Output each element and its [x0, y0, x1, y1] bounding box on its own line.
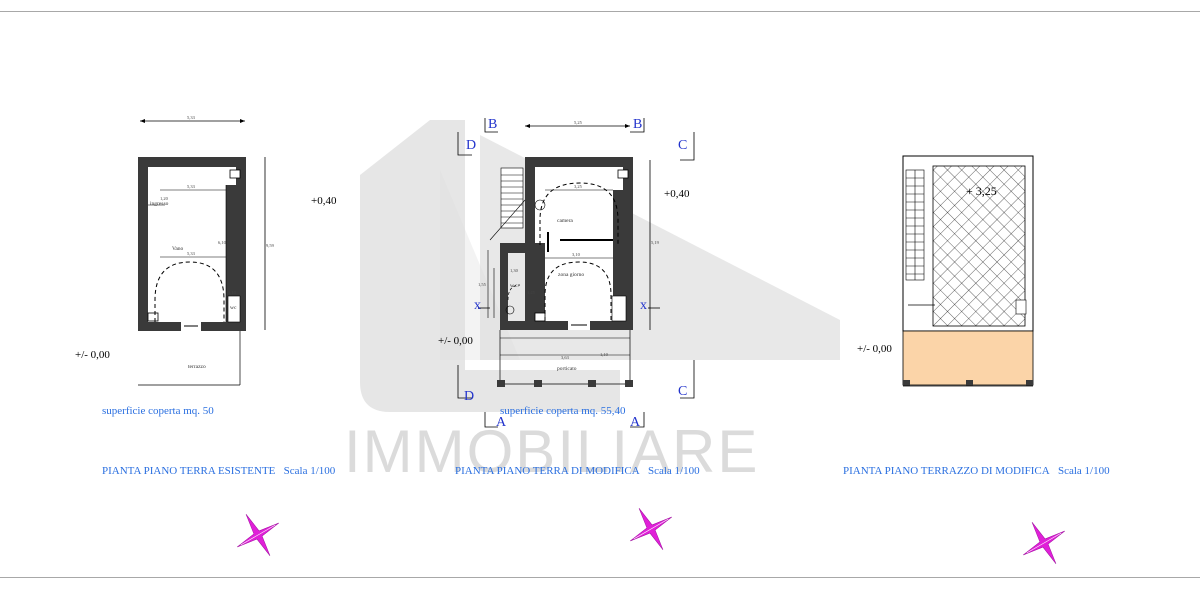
- dimension-label: 5,33: [187, 115, 195, 120]
- level-marker: +/- 0,00: [857, 343, 892, 355]
- dimension-label: 1,55: [478, 282, 486, 287]
- level-marker: +/- 0,00: [438, 335, 473, 347]
- dimension-label: 5,33: [187, 184, 195, 189]
- compass-star-icon: [630, 508, 672, 550]
- section-mark: C: [678, 384, 688, 399]
- dimension-label: 9,59: [266, 243, 274, 248]
- dimension-label: 1,10: [600, 352, 608, 357]
- room-label: wc: [230, 305, 237, 311]
- dimension-label: 1,45: [527, 290, 535, 295]
- dimension-label: 3,25: [574, 184, 582, 189]
- covered-area-label: superficie coperta mq. 50: [102, 405, 214, 417]
- plan-terrace: [902, 155, 1034, 387]
- level-marker: +/- 0,00: [75, 349, 110, 361]
- plan-title: PIANTA PIANO TERRAZZO DI MODIFICA Scala …: [843, 465, 1110, 477]
- dimension-label: 3,63: [561, 355, 569, 360]
- room-label: camera: [557, 218, 573, 224]
- room-label: porticato: [557, 366, 577, 372]
- dimension-label: 3,10: [572, 252, 580, 257]
- compass-star-icon: [237, 514, 279, 556]
- level-marker: +0,40: [311, 195, 337, 207]
- section-mark: x: [640, 298, 647, 313]
- room-label: terrazzo: [188, 364, 206, 370]
- level-marker: +0,40: [664, 188, 690, 200]
- bottom-rule: [0, 577, 1200, 578]
- dimension-label: 5,33: [187, 251, 195, 256]
- room-label: zona giorno: [558, 272, 585, 278]
- dimension-label: 1,20: [160, 196, 168, 201]
- top-rule: [0, 11, 1200, 12]
- room-label: Vano: [172, 246, 184, 252]
- room-label: ingresso: [150, 201, 169, 207]
- section-mark: A: [496, 415, 507, 430]
- plan-title: PIANTA PIANO TERRA DI MODIFICA Scala 1/1…: [455, 465, 700, 477]
- level-marker: + 3,25: [966, 184, 997, 198]
- dimension-label: 5,25: [574, 120, 582, 125]
- watermark-text: IMMOBILIARE: [344, 418, 760, 485]
- dimension-label: 6,10: [218, 240, 226, 245]
- section-mark: A: [630, 415, 641, 430]
- section-mark: D: [464, 389, 475, 404]
- compass-star-icon: [1023, 522, 1065, 564]
- plan-existing: [138, 119, 266, 386]
- dimension-label: 1,10: [228, 290, 236, 295]
- dimension-label: 5,19: [651, 240, 659, 245]
- covered-area-label: superficie coperta mq. 55,40: [500, 405, 626, 417]
- section-mark: x: [474, 298, 481, 313]
- room-label: w.c.: [510, 283, 519, 289]
- section-mark: B: [633, 117, 643, 132]
- plan-modified: [457, 118, 695, 428]
- plan-title: PIANTA PIANO TERRA ESISTENTE Scala 1/100: [102, 465, 336, 477]
- section-mark: D: [466, 138, 477, 153]
- dimension-label: 1,30: [510, 268, 518, 273]
- section-mark: B: [488, 117, 498, 132]
- section-mark: C: [678, 138, 688, 153]
